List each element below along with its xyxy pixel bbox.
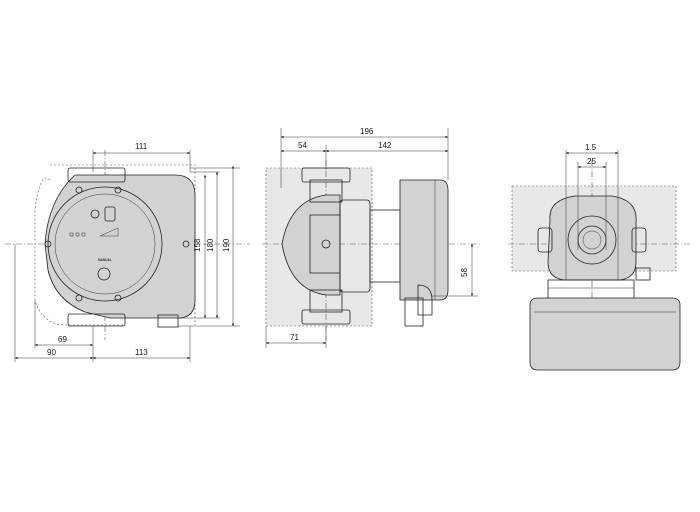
end-neck [547,279,635,301]
front-envelope-outline-top [50,164,196,325]
front-bottom-flange [67,313,126,327]
end-pump-body [547,195,637,281]
led-indicator-icon [90,209,100,219]
front-view: MANUAL 111 158 180 190 69 90 113 [5,142,250,362]
dim-height-inner: 158 [193,238,202,252]
dim-axis-height: 58 [460,268,469,277]
dim-top-width: 111 [135,142,148,151]
dim-inner: 25 [587,157,596,166]
screw-icon [114,186,122,194]
status-led-icon [75,232,80,237]
dim-bottom-right: 113 [135,348,148,357]
screw-icon [44,240,52,248]
front-connector [157,314,179,328]
dim-left-offset: 69 [58,335,67,344]
status-led-icon [81,232,86,237]
screw-icon [75,294,83,302]
side-view: 196 54 142 71 58 [262,127,480,348]
end-port-bore [582,230,602,250]
side-control-box [399,179,449,301]
side-top-neck [309,179,343,203]
push-button-icon [104,206,116,222]
end-port-outer [567,215,617,265]
side-stator [369,209,401,283]
side-connector [404,297,424,327]
end-ear-right [631,227,647,253]
end-ear-left [537,227,553,253]
dim-height-outer: 190 [222,238,231,252]
dim-top-small: 1.5 [585,143,597,152]
side-volute [281,194,341,296]
screw-icon [114,294,122,302]
side-shaft-icon [321,239,331,249]
front-pump-body [44,174,196,319]
front-top-flange [67,167,126,183]
screw-icon [75,186,83,194]
dim-left-part: 54 [298,141,307,150]
dim-overall: 196 [360,127,374,136]
dim-flange-offset: 71 [290,333,299,342]
front-control-ring [54,193,156,295]
screw-icon [182,240,190,248]
end-connector [635,267,651,281]
side-bottom-neck [309,289,343,313]
status-led-icon [69,232,74,237]
manual-knob-icon [97,267,111,281]
dim-height-mid: 180 [206,238,215,252]
dim-bottom-left: 90 [47,348,56,357]
dim-right-part: 142 [378,141,392,150]
curve-indicator-icon [99,227,119,237]
manual-label: MANUAL [98,258,112,262]
end-view: 1.5 25 [508,143,690,371]
front-control-face [47,186,163,302]
side-bottom-flange [301,309,351,325]
end-control-box [529,297,681,371]
